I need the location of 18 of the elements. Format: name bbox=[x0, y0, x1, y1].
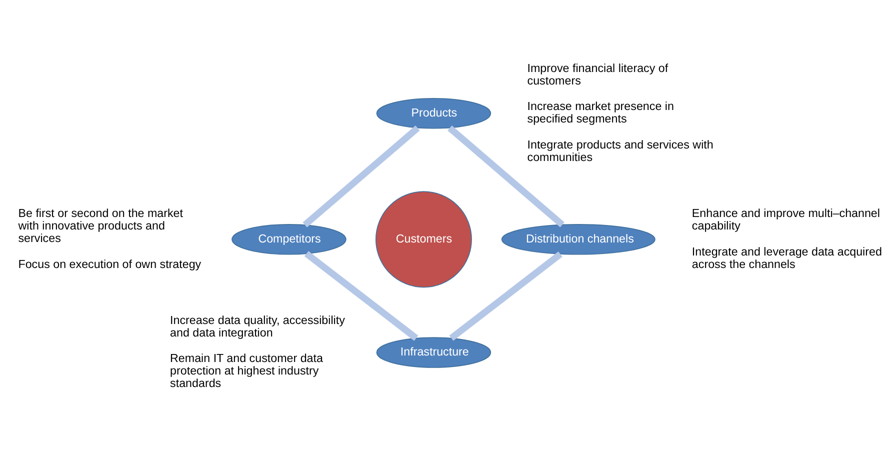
node-label: Integrate products and services with communities bbox=[527, 138, 714, 164]
node-label: Be first or second on the market with innovative products and services bbox=[18, 206, 184, 245]
node-label: Increase data quality, accessibility and data integration bbox=[170, 313, 345, 339]
connector bbox=[304, 250, 418, 340]
node-ellipse: Distribution channels bbox=[501, 224, 656, 254]
node-label: Integrate and leverage data acquired across the channels bbox=[692, 244, 882, 270]
node-label: Increase market presence in specified segments bbox=[527, 100, 674, 126]
node-label: Improve financial literacy of customers bbox=[527, 61, 668, 87]
connector bbox=[302, 124, 420, 227]
node-ellipse: Products bbox=[376, 98, 492, 128]
node-label: Remain IT and customer data protection at highest industry standards bbox=[170, 352, 323, 390]
connector bbox=[448, 124, 564, 227]
node-circle: Customers bbox=[375, 190, 472, 288]
node-ellipse: Infrastructure bbox=[376, 336, 492, 368]
node-label: Focus on execution of own strategy bbox=[18, 257, 202, 270]
node-ellipse: Competitors bbox=[232, 224, 346, 254]
connector bbox=[449, 250, 562, 340]
node-label: Enhance and improve multi–channel capability bbox=[692, 206, 880, 232]
